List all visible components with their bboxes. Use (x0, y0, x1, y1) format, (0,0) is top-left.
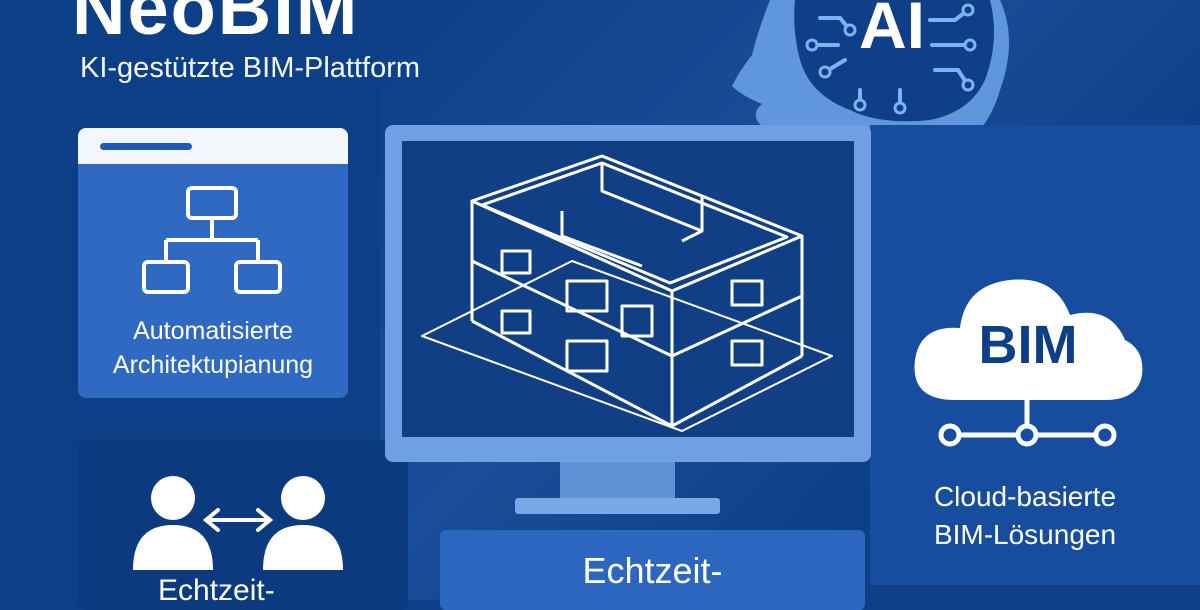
feature-card-collaboration: Echtzeit- (78, 440, 408, 610)
building-model-icon (421, 154, 833, 432)
flowchart-icon (142, 186, 282, 294)
architecture-caption: Automatisierte Architektupianung (78, 314, 348, 382)
users-exchange-icon (133, 476, 343, 570)
cloud-line2: BIM-Lösungen (933, 519, 1117, 550)
cloud-icon (914, 279, 1143, 447)
cloud-line1: Cloud-basierte (933, 481, 1117, 512)
feature-card-realtime: Echtzeit- (440, 530, 865, 610)
cloud-caption: Cloud-basierte BIM-Lösungen (870, 478, 1180, 554)
realtime-caption: Echtzeit- (582, 550, 723, 591)
cloud-badge-text: BIM (978, 315, 1078, 375)
architecture-line1: Automatisierte (133, 317, 293, 345)
page-subtitle: KI-gestützte BIM-Plattform (80, 52, 421, 84)
monitor-stand-base (515, 498, 720, 514)
page-title: NeoBIM (72, 0, 360, 50)
window-titlebar (78, 128, 348, 164)
monitor-screen (402, 141, 854, 437)
feature-card-architecture: Automatisierte Architektupianung (78, 128, 348, 398)
collaboration-caption: Echtzeit- (158, 574, 275, 607)
titlebar-indicator (100, 143, 192, 150)
monitor-stand-neck (560, 462, 675, 500)
ai-badge-text: AI (859, 0, 925, 62)
architecture-line2: Architektupianung (112, 351, 314, 379)
feature-card-cloud: BIM Cloud-basierte BIM-Lösungen (870, 250, 1200, 580)
